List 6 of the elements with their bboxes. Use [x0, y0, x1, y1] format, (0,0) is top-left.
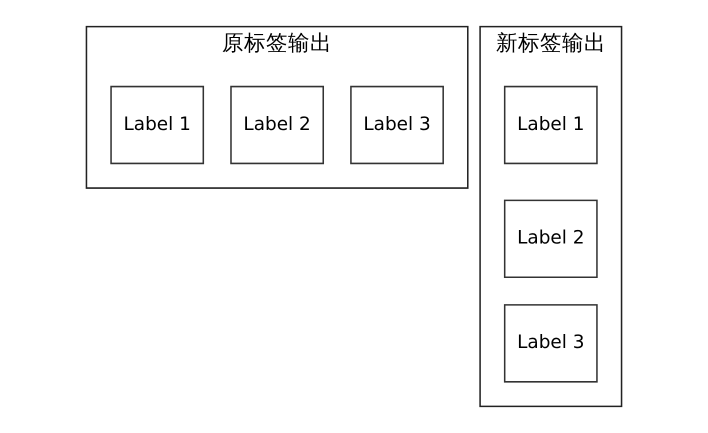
node-box: Label 1: [504, 86, 598, 164]
node-box: Label 2: [504, 200, 598, 278]
node-box: Label 3: [350, 86, 444, 164]
node-box: Label 1: [110, 86, 204, 164]
node-box: Label 2: [230, 86, 324, 164]
node-box: Label 3: [504, 304, 598, 383]
